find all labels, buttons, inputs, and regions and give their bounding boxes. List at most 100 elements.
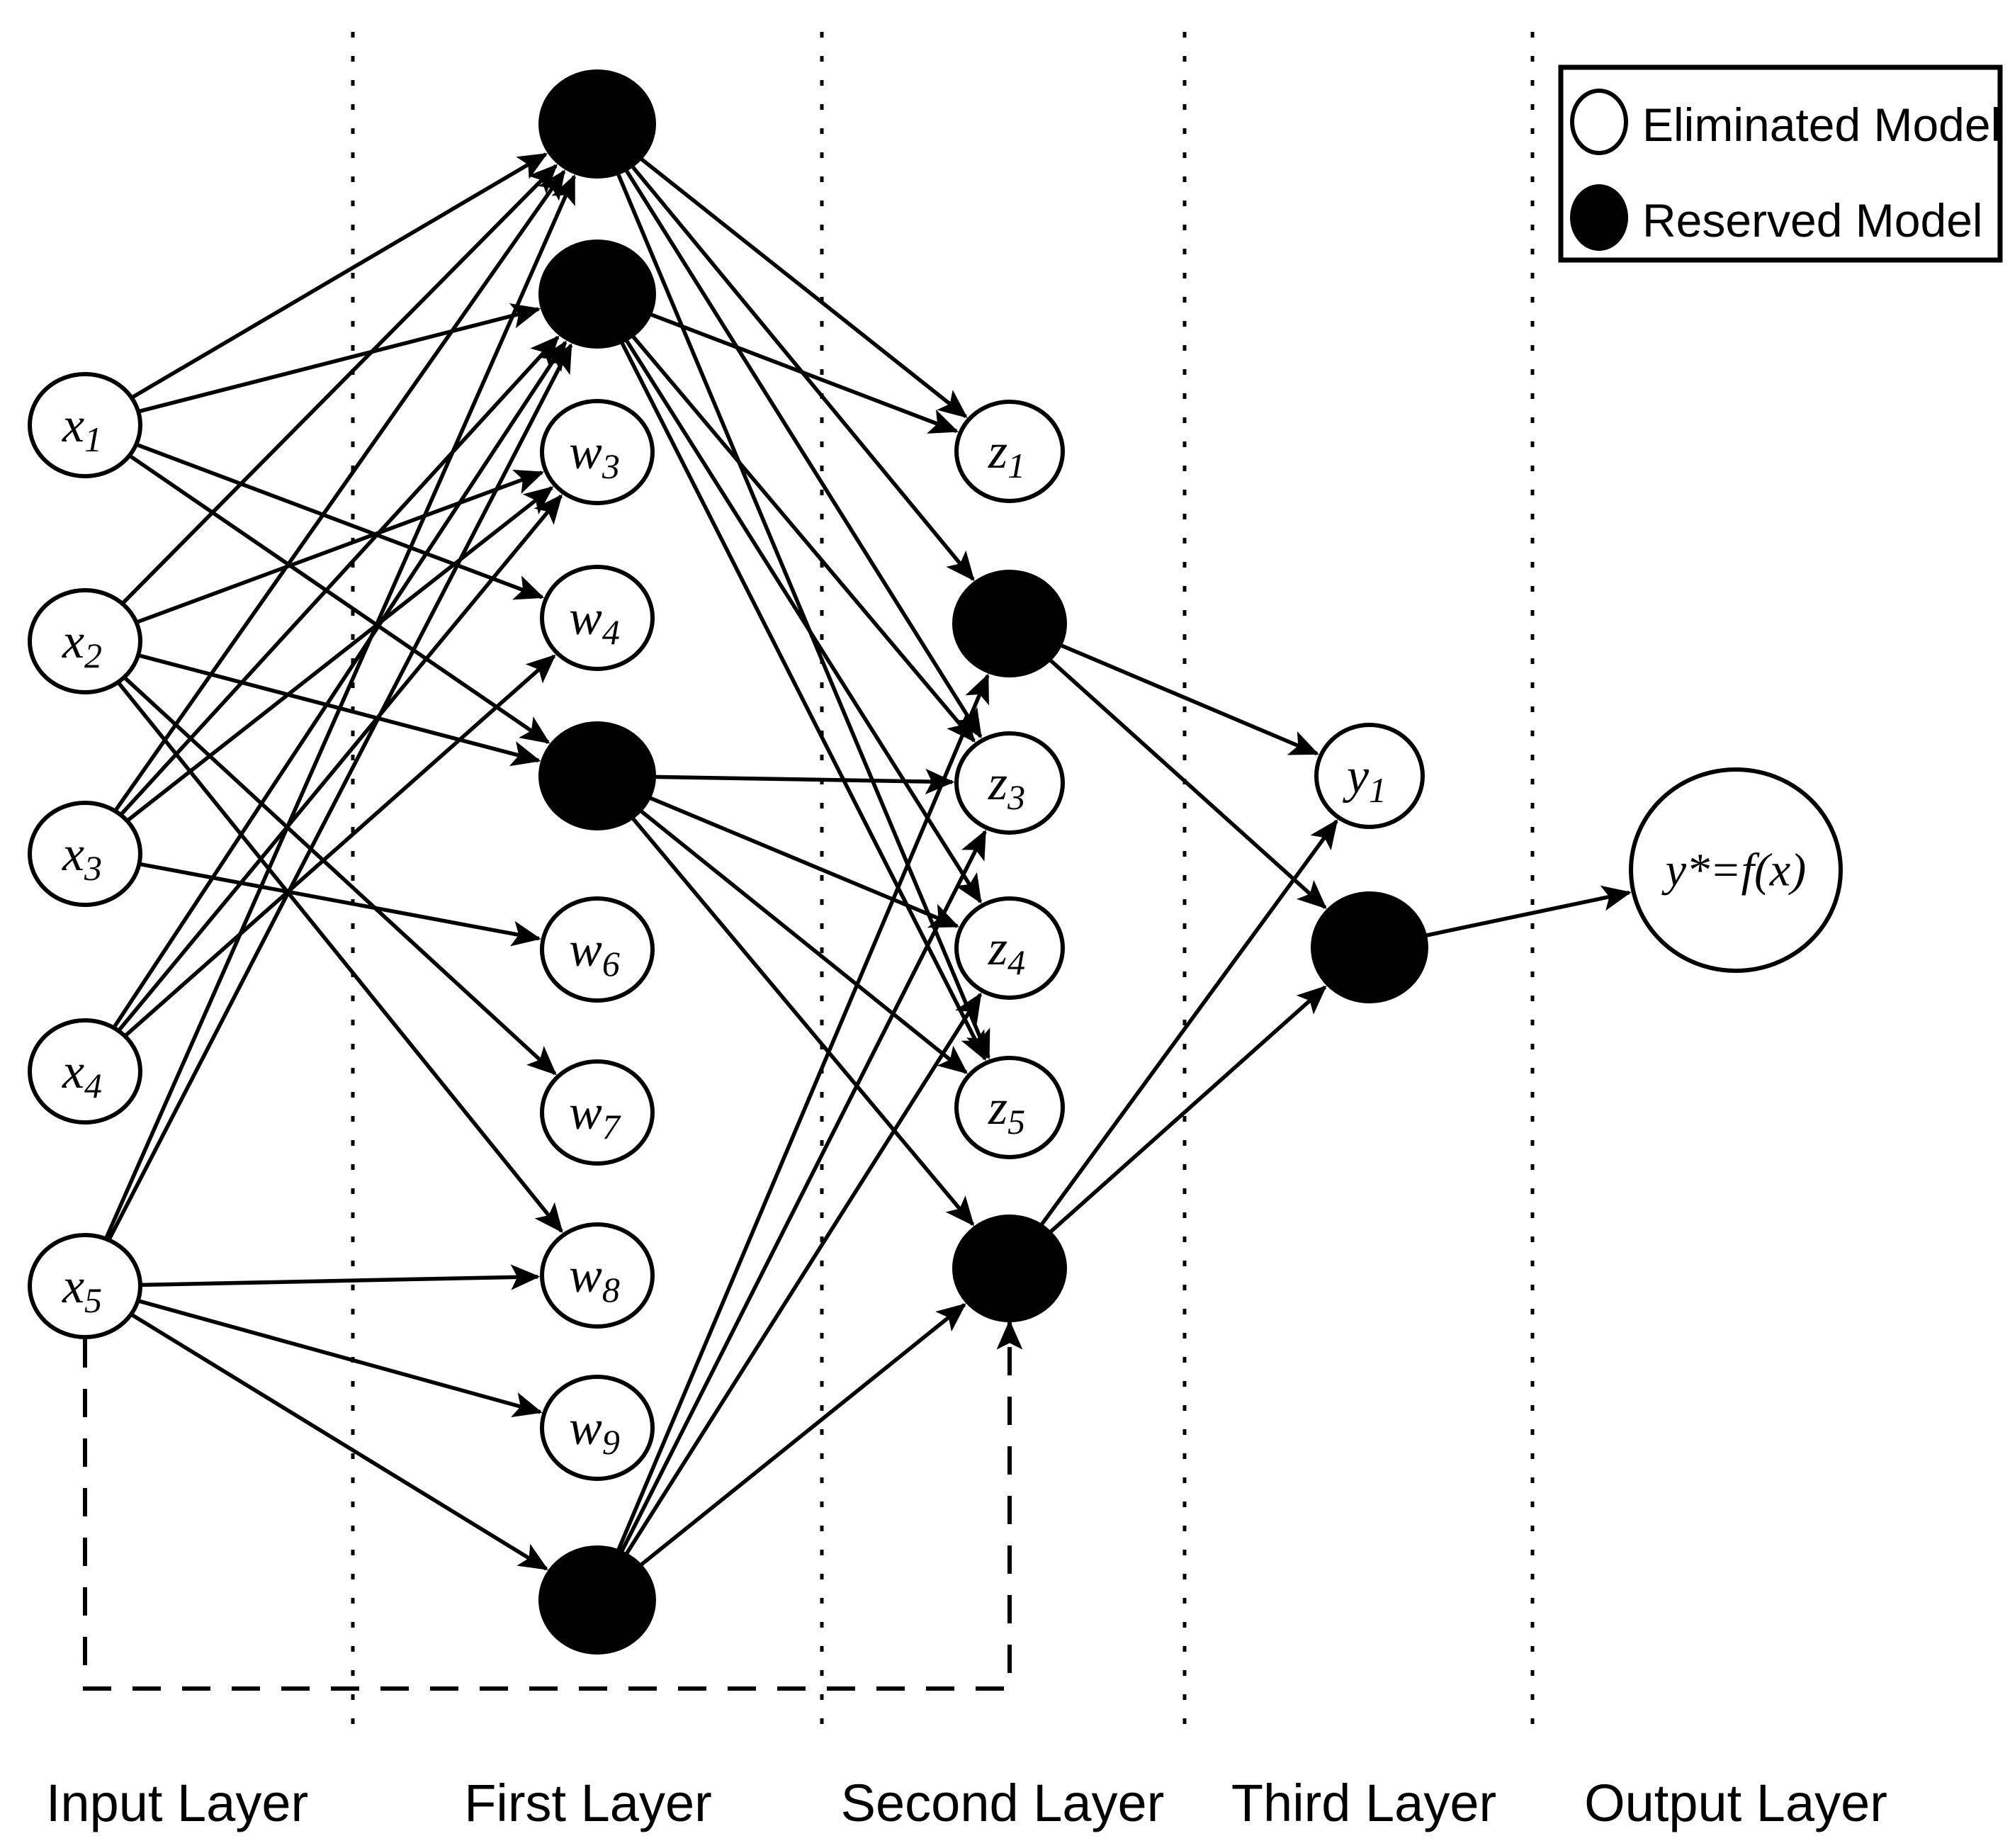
- edge-x1-to-w5: [128, 453, 551, 744]
- node-shape-w7: [540, 1059, 655, 1166]
- layer-label-input: Input Layer: [46, 1774, 308, 1832]
- node-label-w9: w9: [569, 1401, 620, 1463]
- node-shape-w8: [540, 1222, 655, 1329]
- node-w5[interactable]: [538, 721, 656, 830]
- edge-x3-to-w1: [113, 169, 566, 813]
- edge-w5-to-z3: [653, 768, 955, 795]
- legend-marker-eliminated-icon: [1570, 89, 1628, 155]
- node-label-x1: x1: [62, 398, 102, 460]
- node-shape-z3: [954, 731, 1065, 835]
- node-x3[interactable]: x3: [28, 801, 142, 907]
- edge-x2-to-w8: [116, 680, 563, 1234]
- edge-x4-to-w4: [123, 654, 556, 1038]
- edge-w10-to-z6: [638, 1303, 966, 1567]
- edge-z2-to-y1: [1059, 643, 1319, 756]
- node-label-z5: z5: [988, 1081, 1025, 1142]
- layer-separators: [351, 32, 1535, 1740]
- node-shape-w10: [538, 1545, 656, 1655]
- edge-x2-to-w7: [123, 675, 557, 1076]
- edge-x4-to-w2: [112, 340, 568, 1030]
- edge-x1-to-w4: [135, 442, 545, 600]
- node-shape-yout: [1629, 767, 1843, 973]
- edge-w1-to-z1: [638, 157, 968, 419]
- edge-x2-to-w1: [120, 164, 558, 605]
- node-shape-y2: [1311, 891, 1428, 1003]
- edge-w10-to-z3: [619, 829, 987, 1554]
- node-label-x5: x5: [62, 1259, 102, 1321]
- feedback-connection: [83, 1319, 1023, 1691]
- edge-z6-to-y1: [1039, 819, 1338, 1227]
- node-shape-z6: [952, 1215, 1067, 1322]
- node-x4[interactable]: x4: [28, 1018, 142, 1125]
- node-w8[interactable]: w8: [540, 1222, 655, 1329]
- node-w10[interactable]: [538, 1545, 656, 1655]
- node-shape-z5: [954, 1056, 1065, 1159]
- node-shape-w3: [540, 399, 655, 505]
- node-shape-w4: [540, 565, 655, 671]
- feedback-x5-to-z6: [83, 1319, 1023, 1691]
- node-z1[interactable]: z1: [954, 400, 1065, 503]
- layer-label-third: Third Layer: [1231, 1774, 1496, 1832]
- node-z3[interactable]: z3: [954, 731, 1065, 835]
- edge-x1-to-w2: [137, 303, 541, 414]
- edge-x5-to-w9: [137, 1299, 543, 1418]
- edge-w2-to-z3: [631, 334, 976, 743]
- node-label-x4: x4: [62, 1044, 102, 1106]
- edge-y2-to-yout: [1424, 885, 1632, 938]
- node-label-x2: x2: [62, 614, 102, 676]
- node-label-w6: w6: [569, 923, 620, 984]
- node-shape-x3: [28, 801, 142, 907]
- node-shape-x1: [28, 372, 142, 478]
- legend-box: [1558, 64, 2003, 263]
- node-label-w3: w3: [569, 425, 620, 487]
- edge-x3-to-w2: [119, 335, 560, 816]
- node-label-w7: w7: [569, 1086, 621, 1147]
- node-y2[interactable]: [1311, 891, 1428, 1003]
- node-y1[interactable]: y1: [1314, 723, 1425, 829]
- node-z5[interactable]: z5: [954, 1056, 1065, 1159]
- node-w4[interactable]: w4: [540, 565, 655, 671]
- node-yout[interactable]: y*=f(x): [1629, 767, 1843, 973]
- node-w2[interactable]: [538, 240, 656, 349]
- edge-x4-to-w3: [117, 494, 563, 1032]
- node-shape-z2: [952, 570, 1067, 677]
- network-nodes: x1 x2 x3 x4 x5 w3 w4 w6 w7 w8 w9 z1 z3 z4 z5 y1 y*=f(x): [28, 69, 1843, 1655]
- edge-x5-to-w1: [103, 174, 576, 1240]
- node-shape-w1: [538, 69, 656, 179]
- edge-w5-to-z6: [630, 816, 975, 1227]
- node-x2[interactable]: x2: [28, 588, 142, 694]
- node-label-z1: z1: [988, 424, 1025, 486]
- node-x1[interactable]: x1: [28, 372, 142, 478]
- legend-label-reserved: Reserved Model: [1642, 194, 1983, 247]
- node-w9[interactable]: w9: [540, 1375, 655, 1481]
- node-label-w4: w4: [569, 591, 620, 653]
- edge-x5-to-w2: [107, 343, 573, 1241]
- node-w1[interactable]: [538, 69, 656, 179]
- edge-w1-to-z3: [623, 168, 983, 739]
- node-shape-w6: [540, 896, 655, 1003]
- node-shape-z4: [954, 896, 1065, 1000]
- node-z4[interactable]: z4: [954, 896, 1065, 1000]
- node-z2[interactable]: [952, 570, 1067, 677]
- node-label-w8: w8: [569, 1249, 620, 1310]
- layer-label-output: Output Layer: [1584, 1774, 1887, 1832]
- node-label-yout: y*=f(x): [1661, 845, 1806, 896]
- legend-marker-reserved-icon: [1570, 184, 1628, 251]
- node-w6[interactable]: w6: [540, 896, 655, 1003]
- node-x5[interactable]: x5: [28, 1233, 142, 1339]
- node-label-y1: y1: [1343, 749, 1387, 811]
- legend: Eliminated Model Reserved Model: [1558, 64, 2003, 263]
- edge-x5-to-w10: [130, 1312, 549, 1571]
- node-label-z4: z4: [988, 921, 1025, 983]
- edge-w1-to-z5: [616, 171, 990, 1060]
- edge-z2-to-y2: [1048, 658, 1327, 909]
- node-w7[interactable]: w7: [540, 1059, 655, 1166]
- edge-w10-to-z2: [616, 673, 990, 1553]
- node-w3[interactable]: w3: [540, 399, 655, 505]
- node-z6[interactable]: [952, 1215, 1067, 1322]
- layer-label-first: First Layer: [464, 1774, 712, 1832]
- edge-w2-to-z5: [619, 340, 987, 1061]
- edge-w10-to-z4: [624, 992, 983, 1556]
